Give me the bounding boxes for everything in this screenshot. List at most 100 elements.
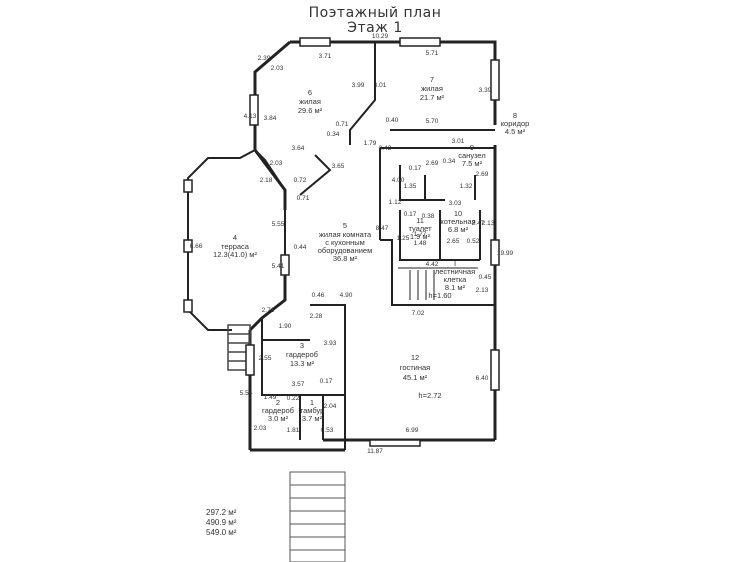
room-name: жилая — [299, 97, 321, 106]
dimension: 0.71 — [336, 121, 349, 128]
floor-label: Этаж 1 — [347, 20, 403, 36]
dimension: 3.65 — [332, 163, 345, 170]
room-labels: 6 жилая 29.6 м² 7 жилая 21.7 м² 8 коридо… — [213, 75, 529, 423]
dimension: 1.77 — [414, 231, 427, 238]
dimension: 3.39 — [479, 87, 492, 94]
dimension: 10.29 — [372, 33, 389, 40]
dimension: 0.46 — [312, 292, 325, 299]
dimension: 2.47 — [472, 220, 485, 227]
dimension: 4.00 — [392, 177, 405, 184]
dimension: 0.40 — [386, 117, 399, 124]
room-num: 9 — [470, 143, 474, 152]
total-area-3: 549.0 м² — [206, 528, 237, 537]
dimension: 3.99 — [352, 82, 365, 89]
dimension: 2.04 — [324, 403, 337, 410]
dimension: 0.22 — [287, 395, 300, 402]
dimension: 3.84 — [264, 115, 277, 122]
room-name: санузел — [458, 151, 485, 160]
dimension: 2.13 — [482, 220, 495, 227]
room-name: котельная — [440, 217, 475, 226]
room-area: 3.7 м² — [302, 414, 323, 423]
room-num: 3 — [300, 341, 304, 350]
dimension: 0.34 — [443, 158, 456, 165]
dimension: 2.03 — [271, 65, 284, 72]
room-name: оборудованием — [318, 246, 373, 255]
dimension: 3.71 — [319, 53, 332, 60]
dimension: 0.44 — [294, 244, 307, 251]
dimension: 1.81 — [287, 427, 300, 434]
room-name: гардероб — [286, 350, 318, 359]
plan-title: Поэтажный план — [308, 5, 442, 21]
room-num: 10 — [454, 209, 462, 218]
total-area-1: 297.2 м² — [206, 508, 237, 517]
dimension: 0.17 — [409, 165, 422, 172]
dimension: 0.71 — [297, 195, 310, 202]
room-name: терраса — [221, 242, 250, 251]
room-height: h=2.72 — [418, 391, 441, 400]
dimension: 4.42 — [426, 261, 439, 268]
dimension: 0.52 — [467, 238, 480, 245]
dimension: 7.02 — [412, 310, 425, 317]
total-area-2: 490.9 м² — [206, 518, 237, 527]
room-num: 2 — [276, 398, 280, 407]
room-num: 12 — [411, 353, 419, 362]
dimension: 1.35 — [404, 183, 417, 190]
dimension: 6.99 — [406, 427, 419, 434]
room-num: 8 — [513, 111, 517, 120]
dimension: 3.03 — [449, 200, 462, 207]
windows — [183, 37, 500, 447]
dimension: 4.13 — [244, 113, 257, 120]
dimension: 4.90 — [340, 292, 353, 299]
dimension: 19.99 — [497, 250, 514, 257]
room-name: туалет — [408, 224, 432, 233]
room-area: 21.7 м² — [420, 93, 445, 102]
room-name: лестничная — [435, 267, 475, 276]
dimension: 1.90 — [279, 323, 292, 330]
dimension-labels: 10.29 3.71 5.71 2.39 2.03 4.13 3.84 3.99… — [190, 33, 514, 455]
room-area: 3.0 м² — [268, 414, 289, 423]
dimension: 0.17 — [404, 211, 417, 218]
room-num: 4 — [233, 233, 237, 242]
dimension: 2.03 — [254, 425, 267, 432]
dimension: 11.87 — [367, 448, 383, 455]
dimension: 2.03 — [270, 160, 283, 167]
room-area: 4.5 м² — [505, 127, 526, 136]
entrance-stairs — [289, 471, 346, 562]
dimension: 2.69 — [476, 171, 489, 178]
room-name: жилая комната — [319, 230, 372, 239]
dimension: 2.39 — [258, 55, 271, 62]
dimension: 0.38 — [422, 213, 435, 220]
dimension: 0.72 — [294, 177, 307, 184]
dimension: 3.01 — [452, 138, 465, 145]
dimension: 6.40 — [476, 375, 489, 382]
room-area: 13.3 м² — [290, 359, 315, 368]
room-num: I — [454, 259, 456, 268]
room-name: жилая — [421, 84, 443, 93]
dimension: 2.71 — [262, 307, 275, 314]
dimension: 0.34 — [327, 131, 340, 138]
dimension: 3.01 — [374, 82, 387, 89]
dimension: 5.55 — [272, 221, 285, 228]
room-name: клетка — [444, 275, 468, 284]
dimension: 3.57 — [292, 381, 305, 388]
room-name: с кухонным — [325, 238, 365, 247]
dimension: 3.64 — [292, 145, 305, 152]
dimension: 2.28 — [310, 313, 323, 320]
dimension: 2.65 — [447, 238, 460, 245]
dimension: 6.66 — [190, 243, 203, 250]
room-area: 6.8 м² — [448, 225, 469, 234]
dimension: 0.45 — [479, 274, 492, 281]
dimension: 5.41 — [272, 263, 285, 270]
room-area: 1.9 м² — [410, 232, 431, 241]
room-height: h=1.60 — [428, 291, 451, 300]
room-name: коридор — [501, 119, 530, 128]
room-num: 7 — [430, 75, 434, 84]
dimension: 1.48 — [414, 240, 427, 247]
room-name: тамбур — [300, 406, 325, 415]
dimension: 0.53 — [321, 427, 334, 434]
room-area: 12.3(41.0) м² — [213, 250, 257, 259]
room-num: 5 — [343, 221, 347, 230]
dimension: 5.70 — [426, 118, 439, 125]
dimension: 0.42 — [379, 145, 392, 152]
